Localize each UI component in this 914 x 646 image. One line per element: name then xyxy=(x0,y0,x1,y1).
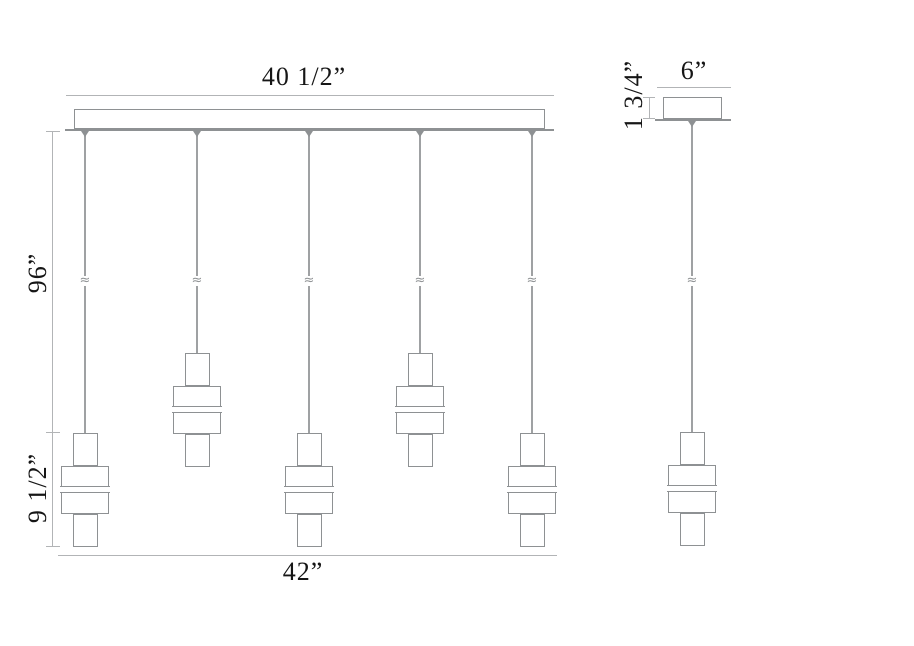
cable-break-symbol-front-4: ≈ xyxy=(413,273,427,288)
overall-width-dim-line xyxy=(58,555,557,556)
cable-break-symbol-side-1: ≈ xyxy=(685,273,699,288)
pendant-band-front-5 xyxy=(507,486,557,493)
cable-break-symbol-front-3: ≈ xyxy=(302,273,316,288)
cable-break-symbol-front-5: ≈ xyxy=(525,273,539,288)
pendant-neck-side-1 xyxy=(680,432,705,465)
pendant-neck-front-4 xyxy=(408,353,433,386)
side-ceiling-line xyxy=(655,119,731,121)
pendant-bottom-stem-front-2 xyxy=(185,434,210,467)
side-dim-tick-top xyxy=(643,97,655,98)
side-canopy-bar xyxy=(663,97,722,119)
front-canopy-width-dim-line xyxy=(66,95,554,96)
dim-tick-top xyxy=(46,131,60,132)
pendant-bottom-stem-front-5 xyxy=(520,514,545,547)
dim-tick-bottom xyxy=(46,546,60,547)
cable-break-symbol-front-1: ≈ xyxy=(78,273,92,288)
fixture-height-label: 9 1/2” xyxy=(23,452,52,524)
cable-mount-front-4 xyxy=(416,131,424,137)
cable-mount-side-1 xyxy=(688,121,696,127)
side-canopy-height-label: 1 3/4” xyxy=(619,59,648,131)
overall-width-label: 42” xyxy=(282,557,324,586)
pendant-band-front-1 xyxy=(60,486,110,493)
pendant-bottom-stem-front-4 xyxy=(408,434,433,467)
pendant-band-side-1 xyxy=(667,485,717,492)
dim-tick-middle xyxy=(46,432,60,433)
pendant-band-front-4 xyxy=(395,406,445,413)
side-canopy-height-dim-line xyxy=(649,97,650,119)
pendant-neck-front-3 xyxy=(297,433,322,466)
front-canopy-bar xyxy=(74,109,545,129)
pendant-neck-front-5 xyxy=(520,433,545,466)
pendant-bottom-stem-front-1 xyxy=(73,514,98,547)
pendant-band-front-2 xyxy=(172,406,222,413)
suspension-dim-line xyxy=(52,131,53,547)
pendant-neck-front-1 xyxy=(73,433,98,466)
cable-mount-front-2 xyxy=(193,131,201,137)
suspension-cable-front-2 xyxy=(196,131,198,353)
pendant-bottom-stem-front-3 xyxy=(297,514,322,547)
front-ceiling-line xyxy=(65,129,554,131)
suspension-length-label: 96” xyxy=(23,252,52,294)
side-canopy-width-dim-line xyxy=(657,87,731,88)
side-canopy-width-label: 6” xyxy=(680,56,708,85)
pendant-bottom-stem-side-1 xyxy=(680,513,705,546)
pendant-neck-front-2 xyxy=(185,353,210,386)
front-canopy-width-label: 40 1/2” xyxy=(261,62,347,91)
cable-mount-front-3 xyxy=(305,131,313,137)
side-dim-tick-bottom xyxy=(643,118,655,119)
cable-mount-front-5 xyxy=(528,131,536,137)
suspension-cable-front-4 xyxy=(419,131,421,353)
pendant-band-front-3 xyxy=(284,486,334,493)
cable-break-symbol-front-2: ≈ xyxy=(190,273,204,288)
cable-mount-front-1 xyxy=(81,131,89,137)
